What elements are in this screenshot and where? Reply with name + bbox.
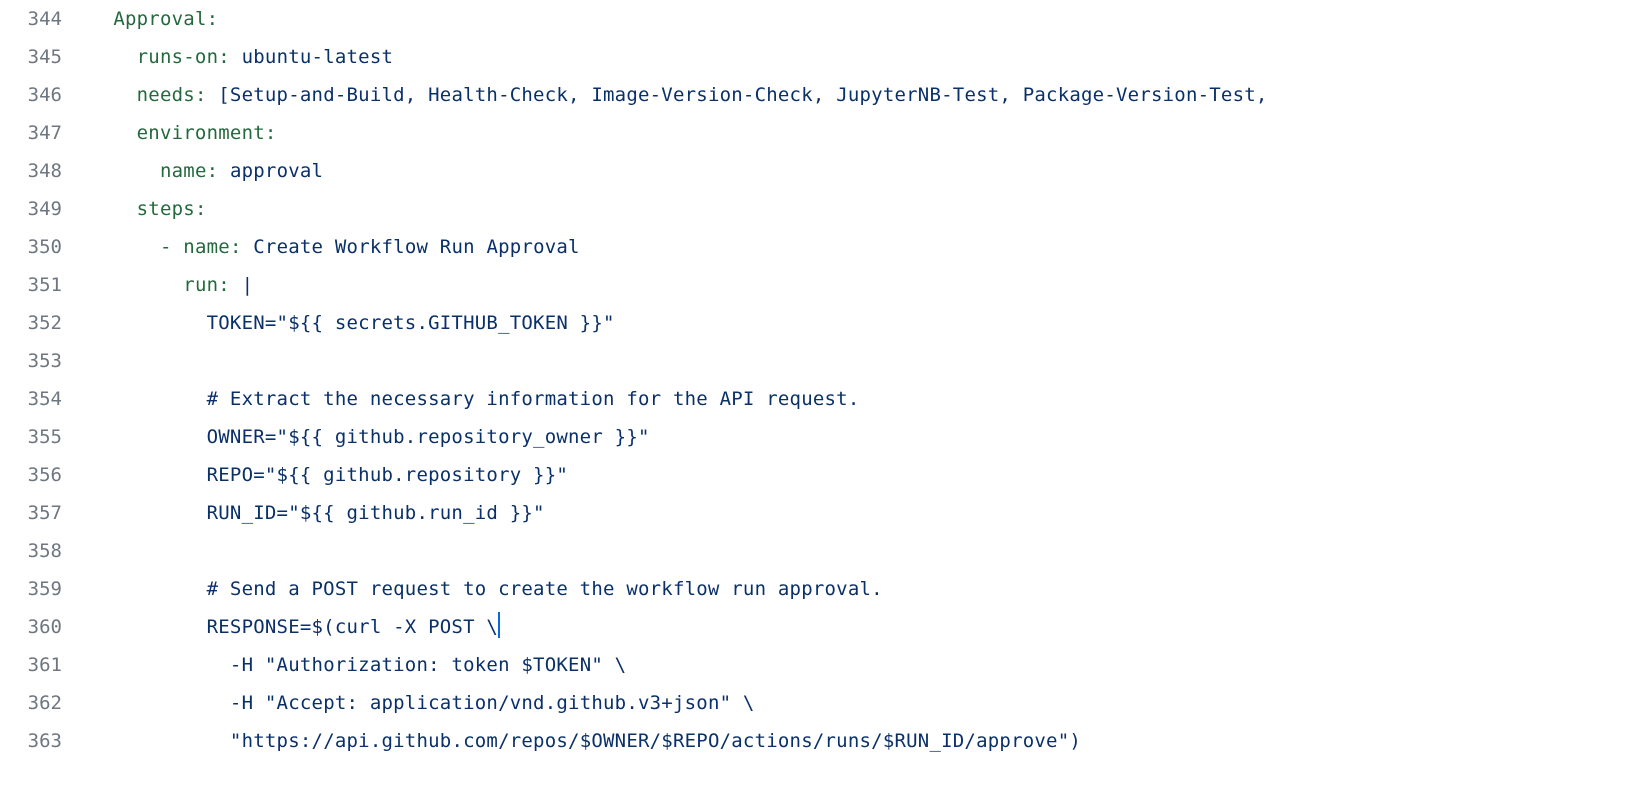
code-line[interactable]: 358: [0, 532, 1640, 570]
line-number: 344: [27, 8, 62, 30]
code-line[interactable]: 353: [0, 342, 1640, 380]
yaml-value: -H "Authorization: token $TOKEN" \: [229, 654, 627, 676]
yaml-value: [Setup-and-Build, Health-Check, Image-Ve…: [218, 84, 1268, 106]
code-line[interactable]: 357 RUN_ID="${{ github.run_id }}": [0, 494, 1640, 532]
code-line[interactable]: 352 TOKEN="${{ secrets.GITHUB_TOKEN }}": [0, 304, 1640, 342]
yaml-colon: :: [229, 236, 254, 258]
yaml-value: ubuntu-latest: [241, 46, 394, 68]
yaml-colon: :: [264, 122, 277, 144]
yaml-comment: # Send a POST request to create the work…: [206, 578, 883, 600]
code-line[interactable]: 362 -H "Accept: application/vnd.github.v…: [0, 684, 1640, 722]
yaml-value: OWNER="${{ github.repository_owner }}": [206, 426, 650, 448]
yaml-value: RUN_ID="${{ github.run_id }}": [206, 502, 545, 524]
yaml-comment: # Extract the necessary information for …: [206, 388, 860, 410]
yaml-key: runs-on: [136, 46, 219, 68]
code-line[interactable]: 360 RESPONSE=$(curl -X POST \: [0, 608, 1640, 646]
line-number: 346: [27, 84, 62, 106]
yaml-value: TOKEN="${{ secrets.GITHUB_TOKEN }}": [206, 312, 615, 334]
yaml-colon: :: [194, 198, 207, 220]
code-line[interactable]: 351 run: |: [0, 266, 1640, 304]
code-line[interactable]: 354 # Extract the necessary information …: [0, 380, 1640, 418]
code-line[interactable]: 348 name: approval: [0, 152, 1640, 190]
code-line[interactable]: 345 runs-on: ubuntu-latest: [0, 38, 1640, 76]
yaml-key: - name: [159, 236, 230, 258]
yaml-key: run: [183, 274, 219, 296]
line-content[interactable]: runs-on: ubuntu-latest: [76, 38, 393, 76]
yaml-key: environment: [136, 122, 265, 144]
code-line[interactable]: 361 -H "Authorization: token $TOKEN" \: [0, 646, 1640, 684]
yaml-value: -H "Accept: application/vnd.github.v3+js…: [229, 692, 755, 714]
yaml-value: RESPONSE=$(curl -X POST \: [206, 616, 499, 638]
yaml-colon: :: [218, 46, 242, 68]
code-line[interactable]: 363 "https://api.github.com/repos/$OWNER…: [0, 722, 1640, 760]
yaml-key: Approval: [113, 8, 207, 30]
line-number: 354: [27, 388, 62, 410]
line-number: 356: [27, 464, 62, 486]
code-line[interactable]: 350 - name: Create Workflow Run Approval: [0, 228, 1640, 266]
line-number: 351: [27, 274, 62, 296]
line-content[interactable]: TOKEN="${{ secrets.GITHUB_TOKEN }}": [76, 304, 615, 342]
line-number: 348: [27, 160, 62, 182]
line-number: 363: [27, 730, 62, 752]
yaml-value: "https://api.github.com/repos/$OWNER/$RE…: [229, 730, 1082, 752]
line-number: 350: [27, 236, 62, 258]
code-line[interactable]: 355 OWNER="${{ github.repository_owner }…: [0, 418, 1640, 456]
code-line[interactable]: 356 REPO="${{ github.repository }}": [0, 456, 1640, 494]
line-number: 355: [27, 426, 62, 448]
line-content[interactable]: RESPONSE=$(curl -X POST \: [76, 608, 501, 646]
yaml-value: Create Workflow Run Approval: [253, 236, 580, 258]
line-number: 357: [27, 502, 62, 524]
line-content[interactable]: "https://api.github.com/repos/$OWNER/$RE…: [76, 722, 1081, 760]
line-content[interactable]: Approval:: [76, 0, 218, 38]
code-line[interactable]: 346 needs: [Setup-and-Build, Health-Chec…: [0, 76, 1640, 114]
line-number: 358: [27, 540, 62, 562]
line-content[interactable]: REPO="${{ github.repository }}": [76, 456, 568, 494]
line-content[interactable]: needs: [Setup-and-Build, Health-Check, I…: [76, 76, 1268, 114]
yaml-colon: :: [218, 274, 242, 296]
code-line[interactable]: 347 environment:: [0, 114, 1640, 152]
yaml-colon: :: [206, 160, 230, 182]
code-line[interactable]: 349 steps:: [0, 190, 1640, 228]
yaml-key: steps: [136, 198, 195, 220]
yaml-key: name: [159, 160, 207, 182]
line-content[interactable]: steps:: [76, 190, 207, 228]
yaml-colon: :: [194, 84, 219, 106]
line-number: 345: [27, 46, 62, 68]
text-caret: [498, 612, 501, 638]
line-number: 352: [27, 312, 62, 334]
line-content[interactable]: - name: Create Workflow Run Approval: [76, 228, 580, 266]
line-content[interactable]: -H "Authorization: token $TOKEN" \: [76, 646, 626, 684]
line-number: 362: [27, 692, 62, 714]
line-content[interactable]: # Extract the necessary information for …: [76, 380, 860, 418]
line-content[interactable]: environment:: [76, 114, 277, 152]
line-number: 361: [27, 654, 62, 676]
yaml-key: needs: [136, 84, 195, 106]
yaml-value: approval: [229, 160, 324, 182]
line-content[interactable]: run: |: [76, 266, 253, 304]
line-content[interactable]: # Send a POST request to create the work…: [76, 570, 883, 608]
line-content[interactable]: OWNER="${{ github.repository_owner }}": [76, 418, 650, 456]
line-number: 349: [27, 198, 62, 220]
line-number: 360: [27, 616, 62, 638]
line-content[interactable]: -H "Accept: application/vnd.github.v3+js…: [76, 684, 755, 722]
line-content[interactable]: RUN_ID="${{ github.run_id }}": [76, 494, 545, 532]
line-number: 359: [27, 578, 62, 600]
code-line[interactable]: 344 Approval:: [0, 0, 1640, 38]
line-number: 353: [27, 350, 62, 372]
yaml-value: |: [241, 274, 254, 296]
yaml-colon: :: [206, 8, 219, 30]
line-content[interactable]: name: approval: [76, 152, 323, 190]
line-number: 347: [27, 122, 62, 144]
code-line[interactable]: 359 # Send a POST request to create the …: [0, 570, 1640, 608]
yaml-value: REPO="${{ github.repository }}": [206, 464, 569, 486]
